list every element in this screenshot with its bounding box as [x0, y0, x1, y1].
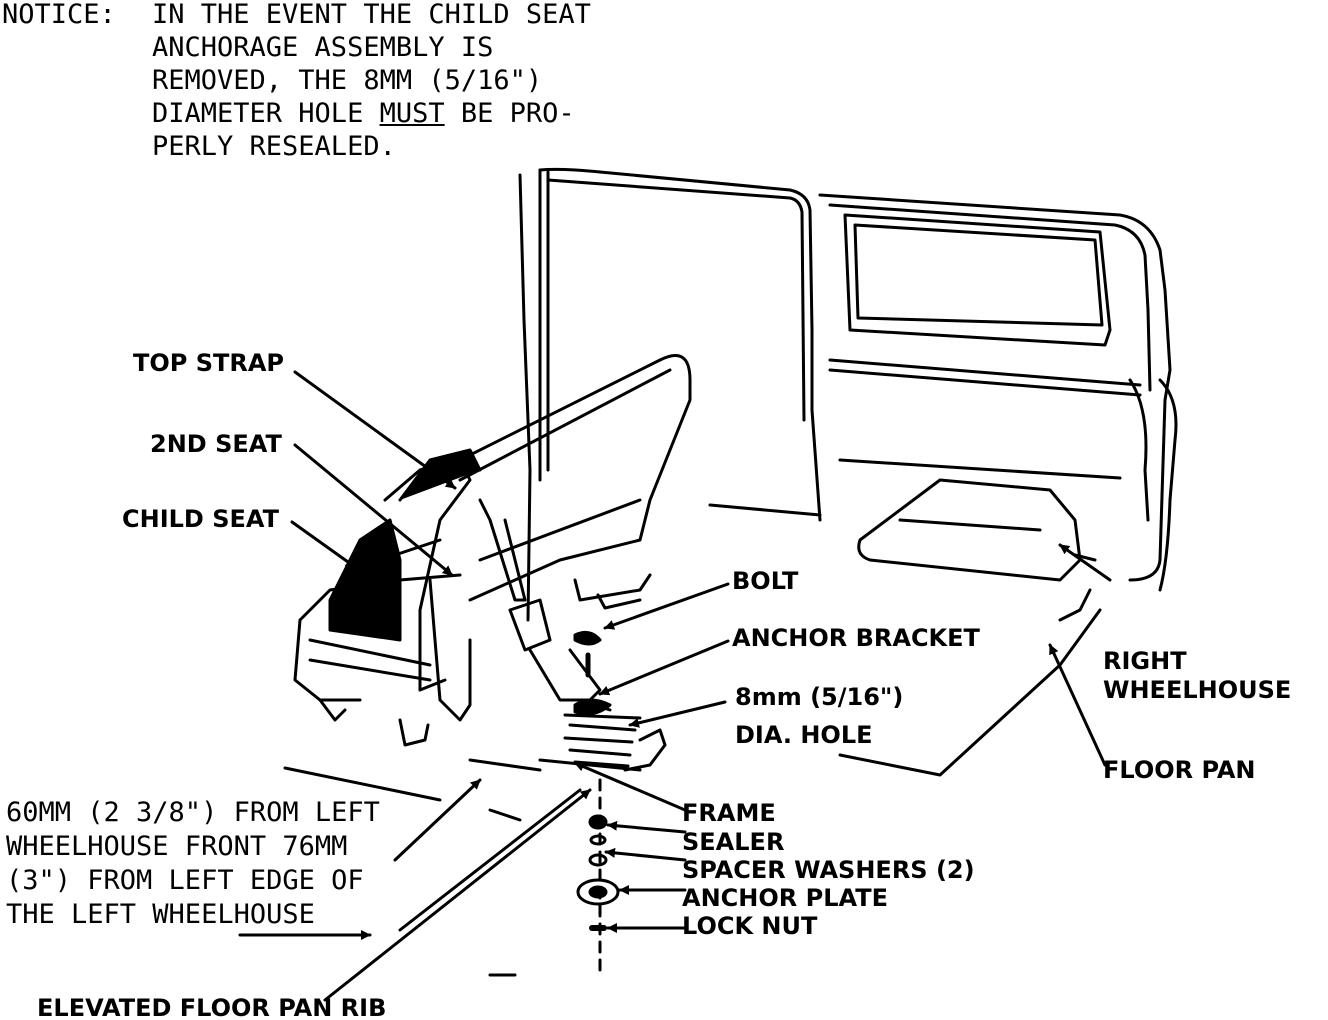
bolt-shape — [573, 630, 612, 716]
label-right-wheelhouse-1: RIGHT — [1103, 647, 1187, 675]
hardware-stack-shape — [488, 778, 620, 977]
label-anchor-bracket: ANCHOR BRACKET — [732, 624, 980, 652]
label-anchor-plate: ANCHOR PLATE — [682, 884, 888, 912]
leader-lines — [238, 370, 1112, 1002]
label-elevated-floor-pan-rib: ELEVATED FLOOR PAN RIB — [37, 994, 387, 1020]
notice-line-4: DIAMETER HOLE MUST BE PRO- — [152, 97, 575, 130]
label-dia-hole: DIA. HOLE — [735, 721, 873, 749]
notice-line-4-start: DIAMETER HOLE — [152, 98, 380, 129]
label-frame: FRAME — [682, 799, 776, 827]
top-strap-shape — [478, 498, 612, 712]
label-floor-pan: FLOOR PAN — [1103, 756, 1256, 784]
label-sealer: SEALER — [682, 828, 785, 856]
location-note-line-3: (3") FROM LEFT EDGE OF — [6, 865, 364, 896]
notice-emphasis: MUST — [379, 98, 445, 129]
floor-rib-shape — [468, 713, 667, 822]
wheelhouse-shape — [857, 478, 1097, 582]
label-top-strap: TOP STRAP — [133, 349, 285, 377]
location-note-line-2: WHEELHOUSE FRONT 76MM — [6, 831, 348, 862]
label-hole-size: 8mm (5/16") — [735, 683, 904, 711]
location-note-line-1: 60MM (2 3/8") FROM LEFT — [6, 797, 380, 828]
notice-line-5: PERLY RESEALED. — [152, 131, 396, 162]
child-seat-shape — [328, 448, 482, 692]
notice-heading: NOTICE: — [2, 0, 116, 30]
label-right-wheelhouse-2: WHEELHOUSE — [1103, 676, 1292, 704]
location-note-line-4: THE LEFT WHEELHOUSE — [6, 899, 315, 930]
label-child-seat: CHILD SEAT — [122, 505, 279, 533]
label-bolt: BOLT — [732, 567, 799, 595]
label-second-seat: 2ND SEAT — [150, 430, 282, 458]
label-spacer-washers: SPACER WASHERS (2) — [682, 856, 975, 884]
floor-pan-line — [838, 588, 1102, 777]
van-body — [518, 167, 1178, 622]
notice-line-2: ANCHORAGE ASSEMBLY IS — [152, 32, 494, 63]
notice-line-1: IN THE EVENT THE CHILD SEAT — [152, 0, 591, 30]
notice-line-3: REMOVED, THE 8MM (5/16") — [152, 65, 543, 96]
label-lock-nut: LOCK NUT — [682, 912, 818, 940]
notice-line-4-end: BE PRO- — [460, 98, 575, 129]
